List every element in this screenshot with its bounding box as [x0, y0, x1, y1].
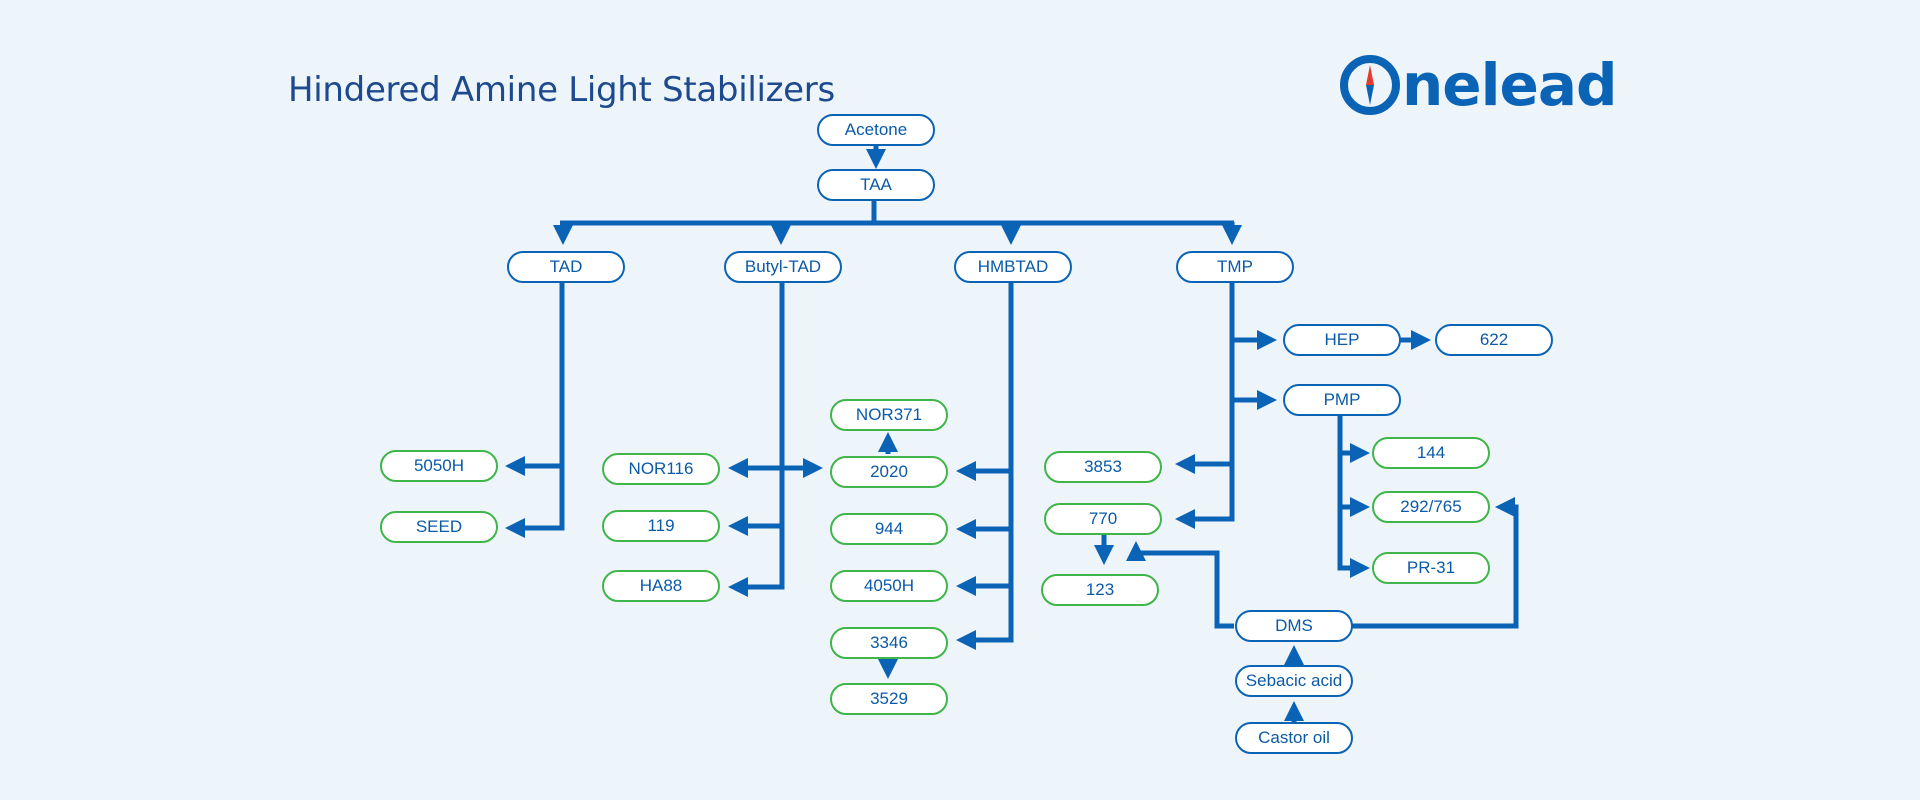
- node-3529: 3529: [830, 683, 948, 715]
- node-nor371: NOR371: [830, 399, 948, 431]
- node-hep: HEP: [1283, 324, 1401, 356]
- node-123: 123: [1041, 574, 1159, 606]
- node-3853: 3853: [1044, 451, 1162, 483]
- node-seed: SEED: [380, 511, 498, 543]
- node-tad: TAD: [507, 251, 625, 283]
- node-4050h: 4050H: [830, 570, 948, 602]
- node-castor-oil: Castor oil: [1235, 722, 1353, 754]
- page-title: Hindered Amine Light Stabilizers: [288, 70, 835, 110]
- node-taa: TAA: [817, 169, 935, 201]
- node-144: 144: [1372, 437, 1490, 469]
- node-3346: 3346: [830, 627, 948, 659]
- node-hmbtad: HMBTAD: [954, 251, 1072, 283]
- node-292-765: 292/765: [1372, 491, 1490, 523]
- node-622: 622: [1435, 324, 1553, 356]
- node-butyl-tad: Butyl-TAD: [724, 251, 842, 283]
- node-sebacic-acid: Sebacic acid: [1235, 665, 1353, 697]
- node-pr-31: PR-31: [1372, 552, 1490, 584]
- compass-icon: [1340, 55, 1400, 115]
- node-119: 119: [602, 510, 720, 542]
- node-pmp: PMP: [1283, 384, 1401, 416]
- node-5050h: 5050H: [380, 450, 498, 482]
- node-770: 770: [1044, 503, 1162, 535]
- node-nor116: NOR116: [602, 453, 720, 485]
- node-dms: DMS: [1235, 610, 1353, 642]
- node-ha88: HA88: [602, 570, 720, 602]
- node-2020: 2020: [830, 456, 948, 488]
- onelead-logo: nelead: [1340, 51, 1618, 119]
- logo-wordmark: nelead: [1402, 51, 1618, 119]
- node-acetone: Acetone: [817, 114, 935, 146]
- node-944: 944: [830, 513, 948, 545]
- node-tmp: TMP: [1176, 251, 1294, 283]
